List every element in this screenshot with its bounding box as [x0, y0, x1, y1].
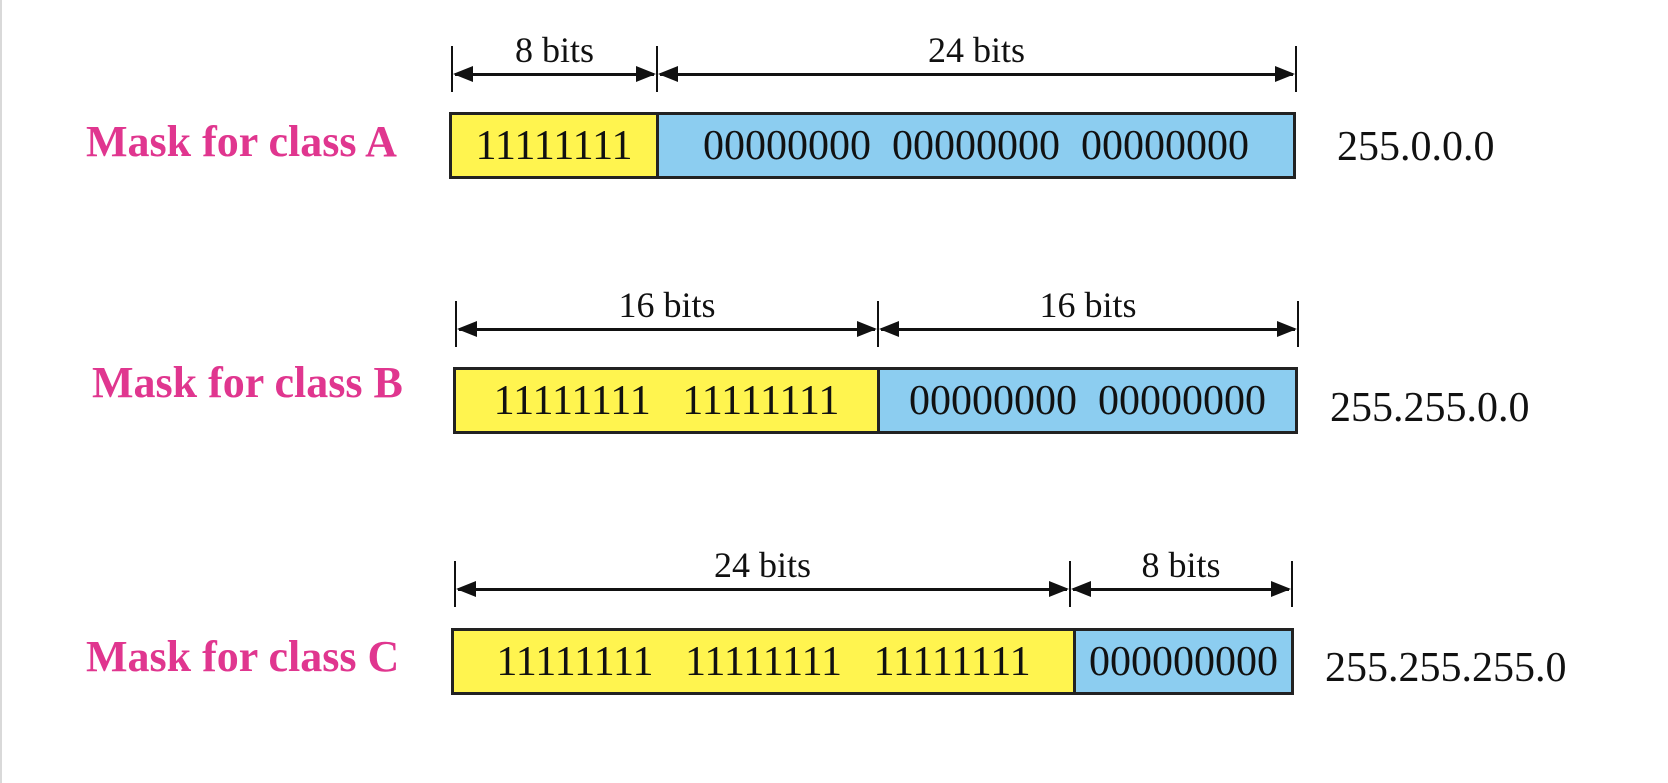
class-c-dim-right-label: 8 bits	[1141, 545, 1221, 585]
arrow-right-icon	[1275, 66, 1295, 82]
class-a-dim-left-label: 8 bits	[514, 30, 594, 70]
class-b-label: Mask for class B	[92, 358, 403, 407]
class-a-dim-right-label: 24 bits	[927, 30, 1025, 70]
class-b-dim-left: 16 bits	[455, 287, 879, 347]
class-c-zeros-segment: 000000000	[1073, 631, 1291, 692]
class-a-label: Mask for class A	[86, 117, 397, 166]
class-c-row: Mask for class C 24 bits 8 bits 11111111…	[0, 547, 1668, 755]
tick-mark	[1295, 46, 1297, 92]
tick-mark	[451, 46, 453, 92]
class-c-label: Mask for class C	[86, 632, 400, 681]
class-c-ones-segment: 11111111 11111111 11111111	[454, 631, 1073, 692]
class-b-dim-right: 16 bits	[877, 287, 1299, 347]
tick-mark	[455, 301, 457, 347]
arrow-left-icon	[658, 66, 678, 82]
class-a-dim-right: 24 bits	[656, 32, 1297, 92]
left-border	[0, 0, 2, 783]
class-b-dim-left-label: 16 bits	[618, 285, 716, 325]
arrow-right-icon	[1271, 581, 1291, 597]
arrow-line	[1073, 588, 1289, 591]
arrow-line	[660, 73, 1293, 76]
arrow-left-icon	[457, 321, 477, 337]
tick-mark	[877, 301, 879, 347]
class-b-ones-segment: 11111111 11111111	[456, 370, 877, 431]
class-a-mask-box: 11111111 00000000 00000000 00000000	[449, 112, 1296, 179]
arrow-line	[881, 328, 1295, 331]
tick-mark	[1297, 301, 1299, 347]
arrow-right-icon	[1277, 321, 1297, 337]
arrow-left-icon	[1071, 581, 1091, 597]
class-c-dim-left-label: 24 bits	[713, 545, 811, 585]
class-a-dim-left: 8 bits	[451, 32, 658, 92]
arrow-left-icon	[879, 321, 899, 337]
arrow-line	[458, 588, 1067, 591]
class-b-zeros-segment: 00000000 00000000	[877, 370, 1295, 431]
tick-mark	[1069, 561, 1071, 607]
class-b-dotted-decimal: 255.255.0.0	[1330, 385, 1530, 431]
class-c-mask-box: 11111111 11111111 11111111 000000000	[451, 628, 1294, 695]
class-c-dim-right: 8 bits	[1069, 547, 1293, 607]
class-c-dim-left: 24 bits	[454, 547, 1071, 607]
class-b-dim-right-label: 16 bits	[1039, 285, 1137, 325]
arrow-right-icon	[636, 66, 656, 82]
class-a-dotted-decimal: 255.0.0.0	[1337, 124, 1495, 170]
arrow-left-icon	[453, 66, 473, 82]
class-a-ones-segment: 11111111	[452, 115, 656, 176]
tick-mark	[1291, 561, 1293, 607]
class-b-row: Mask for class B 16 bits 16 bits 1111111…	[0, 287, 1668, 495]
arrow-right-icon	[857, 321, 877, 337]
arrow-left-icon	[456, 581, 476, 597]
class-a-zeros-segment: 00000000 00000000 00000000	[656, 115, 1293, 176]
class-b-mask-box: 11111111 11111111 00000000 00000000	[453, 367, 1298, 434]
tick-mark	[656, 46, 658, 92]
arrow-line	[455, 73, 654, 76]
class-c-dotted-decimal: 255.255.255.0	[1325, 645, 1567, 691]
arrow-line	[459, 328, 875, 331]
class-a-row: Mask for class A 8 bits 24 bits 11111111…	[0, 32, 1668, 240]
arrow-right-icon	[1049, 581, 1069, 597]
tick-mark	[454, 561, 456, 607]
